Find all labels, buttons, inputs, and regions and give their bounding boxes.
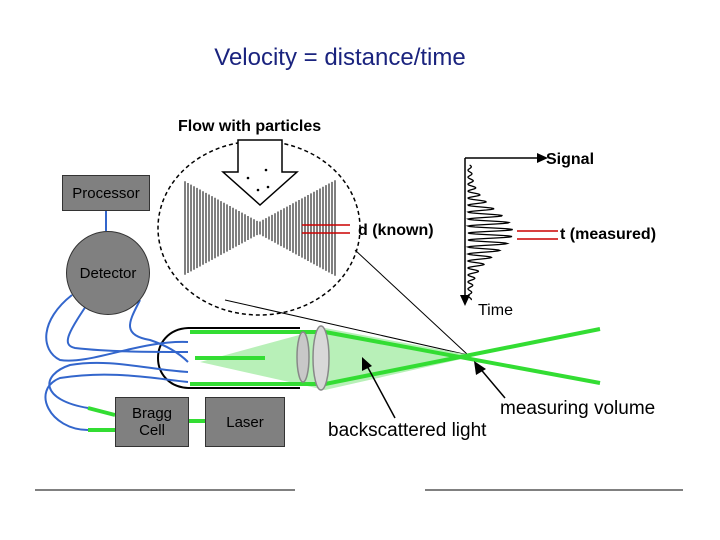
- measuring-volume-label: measuring volume: [500, 398, 656, 419]
- detector-label: Detector: [79, 264, 137, 282]
- laser-beam: [87, 406, 116, 417]
- doppler-signal-burst: [465, 164, 513, 301]
- fiber-cable: [48, 361, 189, 409]
- measuring-volume-arrow: [477, 365, 506, 399]
- laser-beam: [324, 327, 601, 386]
- bragg-cell-label-line1: Bragg: [131, 405, 173, 422]
- detector-circle: Detector: [66, 231, 150, 315]
- fringe-pattern: [184, 180, 336, 276]
- d-known-label: d (known): [358, 222, 434, 239]
- time-arrowhead: [460, 295, 470, 306]
- particle: [256, 188, 260, 192]
- time-label: Time: [478, 302, 513, 319]
- probe-housing: [157, 327, 300, 389]
- t-measured-label: t (measured): [560, 226, 657, 243]
- processor-label: Processor: [72, 184, 140, 202]
- backscatter-arrow: [365, 363, 396, 419]
- fiber-cables: [44, 211, 189, 431]
- fiber-cable: [45, 294, 189, 362]
- particle: [264, 168, 268, 172]
- page-title: Velocity = distance/time: [214, 44, 466, 71]
- fiber-cable: [129, 299, 189, 363]
- particle: [246, 176, 250, 180]
- flow-arrow: [221, 139, 299, 207]
- particle: [266, 185, 270, 189]
- zoom-guide-line: [224, 299, 469, 356]
- processor-box: Processor: [62, 175, 150, 211]
- bragg-cell-box: Bragg Cell: [115, 397, 189, 447]
- bragg-cell-label-line2: Cell: [139, 422, 165, 439]
- zoom-guide-line: [354, 249, 469, 356]
- lens: [296, 331, 310, 383]
- fiber-cable: [44, 373, 189, 431]
- laser-box: Laser: [205, 397, 285, 447]
- flow-label: Flow with particles: [178, 118, 322, 135]
- backscattered-light-label: backscattered light: [328, 420, 487, 441]
- fiber-cable: [66, 299, 189, 353]
- signal-label: Signal: [546, 151, 595, 168]
- backscatter-arrowhead: [362, 357, 372, 371]
- signal-arrowhead: [537, 153, 548, 163]
- laser-label: Laser: [226, 413, 264, 431]
- measuring-volume-arrowhead: [474, 361, 486, 375]
- lens: [312, 325, 330, 391]
